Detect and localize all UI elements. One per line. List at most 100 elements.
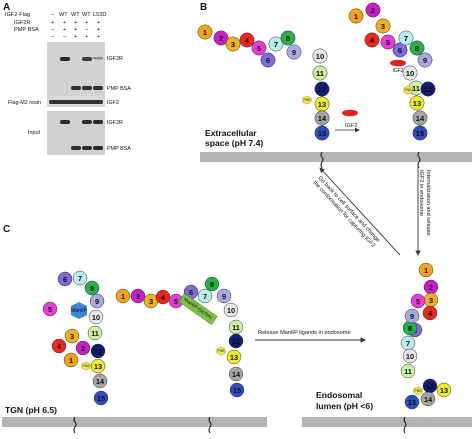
domain-1-label: 1 (424, 266, 428, 275)
domain-5-circle (42, 301, 58, 317)
domain-1-circle (115, 288, 131, 304)
sign-r2-c1: – (51, 27, 55, 33)
domain-2-circle (75, 340, 91, 356)
band-input-pmp-lane3 (71, 146, 81, 150)
sign-r2-c2: + (63, 27, 66, 33)
sign-r3-c3: + (74, 34, 77, 40)
domain-15-circle (404, 394, 420, 410)
domain-12-circle (420, 81, 436, 97)
band-input-igf2r-lane2 (60, 120, 70, 124)
domain-3-circle (225, 36, 241, 52)
domain-10-label: 10 (406, 69, 414, 78)
release-text: Release Man6P ligands in endosome (258, 330, 351, 336)
igf2-label-bound: IGF2 (392, 68, 403, 74)
band-input-pmp-lane4 (82, 146, 92, 150)
tm-tail-b1 (320, 151, 324, 169)
cycle-arrows: Internalization and release IGF2 in endo… (255, 165, 431, 343)
band-label-pmp-bsa: PMP BSA (107, 86, 131, 92)
domain-7-circle (268, 36, 284, 52)
domain-12-label: 12 (232, 337, 240, 346)
domain-10-label: 10 (227, 306, 235, 315)
resin-label: Flag-M2 resin (8, 100, 41, 106)
row-label-igf2-flag: IGF2-Flag (5, 12, 30, 18)
domain-11-circle (87, 325, 103, 341)
domain-3-label: 3 (70, 332, 74, 341)
domain-10-circle (88, 309, 104, 325)
domain-5-circle (380, 34, 396, 50)
pnb-label: PNB (405, 88, 413, 92)
domain-12-label: 12 (426, 382, 434, 391)
domain-6-label: 6 (266, 56, 270, 65)
domain-3-label: 3 (429, 296, 433, 305)
band-pmp-lane5 (93, 86, 103, 90)
domain-14-label: 14 (318, 114, 327, 123)
domain-13-label: 13 (94, 362, 102, 371)
domain-8-circle (280, 30, 296, 46)
domain-5-label: 5 (174, 297, 178, 306)
domain-2-label: 2 (136, 292, 140, 301)
membrane-endosome (302, 417, 472, 427)
domain-15-label: 15 (416, 129, 425, 138)
domain-5-label: 5 (416, 297, 420, 306)
domain-8-label: 8 (408, 324, 412, 333)
domain-1-circle (197, 24, 213, 40)
domain-8-circle (204, 276, 220, 292)
domain-4-circle (422, 305, 438, 321)
pnb-glycan (413, 386, 423, 396)
domain-11-circle (400, 363, 416, 379)
arrow-recycling (319, 167, 401, 256)
sign-r1-c5: + (97, 20, 100, 26)
domain-7-circle (72, 270, 88, 286)
panel-label-a: A (3, 2, 10, 13)
domain-8-label: 8 (90, 284, 94, 293)
domain-9-circle (216, 288, 232, 304)
internalization-text-1: Internalization and release (425, 170, 431, 236)
domain-5-label: 5 (257, 44, 262, 53)
domain-4-label: 4 (161, 293, 166, 302)
domain-7-circle (197, 288, 213, 304)
domain-15-circle (229, 382, 245, 398)
domain-12-circle (314, 81, 330, 97)
panel-a: IGF2-Flag IGF2R PMP BSA – WT WT WT L53D … (5, 12, 131, 155)
domain-1-circle (348, 8, 364, 24)
band-label-igf2r: IGF2R (107, 56, 123, 62)
environment-label-tgn: TGN (pH 6.5) (5, 405, 57, 415)
sign-r2-c3: + (74, 27, 77, 33)
domain-5-label: 5 (48, 305, 52, 314)
domain-9-label: 9 (292, 48, 296, 57)
domain-7-label: 7 (404, 34, 408, 43)
domain-2-label: 2 (219, 34, 223, 43)
domain-8-circle (409, 40, 425, 56)
col-header-1: – (51, 12, 55, 18)
internalization-text-2: IGF2 in endosome (418, 170, 424, 216)
domain-9-circle (404, 308, 420, 324)
domain-13-circle (409, 95, 425, 111)
domain-5-circle (410, 293, 426, 309)
domain-12-circle (90, 343, 106, 359)
pnb-glycan (81, 361, 91, 371)
domain-11-circle (312, 65, 328, 81)
domain-13-circle (226, 349, 242, 365)
domain-7-label: 7 (78, 274, 82, 283)
domain-4-circle (364, 32, 380, 48)
domain-9-label: 9 (95, 297, 99, 306)
domain-12-label: 12 (318, 85, 326, 94)
domain-4-label: 4 (57, 342, 62, 351)
domain-9-circle (417, 52, 433, 68)
col-header-2: WT (59, 12, 68, 18)
sign-r1-c1: + (51, 20, 54, 26)
domain-15-label: 15 (408, 398, 416, 407)
band-pmp-lane4 (82, 86, 92, 90)
man6p-label: Man6P (71, 308, 88, 314)
sign-matrix: + + + + + – + + – + – – + + + (51, 20, 100, 40)
band-igf2-row (49, 100, 103, 104)
membrane-tgn (2, 417, 267, 427)
domain-4-circle (51, 338, 67, 354)
sign-r2-c4: – (85, 27, 89, 33)
domain-2-label: 2 (429, 283, 433, 292)
